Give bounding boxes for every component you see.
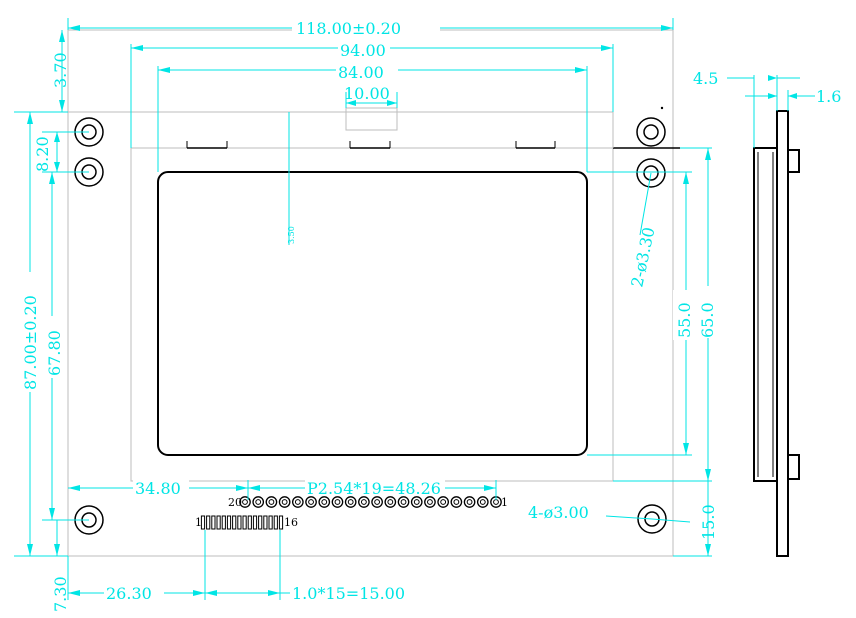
header-pin [437, 496, 450, 508]
dim-tab-width: 10.00 [344, 84, 390, 103]
viewing-area [157, 171, 588, 456]
dim-top-offset: 3.70 [51, 52, 70, 88]
header-pin [410, 496, 423, 508]
header-pin [278, 496, 291, 508]
hole-top-right-2 [636, 158, 666, 188]
fpc-pad [252, 515, 258, 530]
fpc-pad [206, 515, 211, 530]
dim-hole-pitch: 8.20 [33, 136, 52, 172]
fpc-last-label: 16 [284, 516, 298, 529]
mounting-holes [74, 117, 667, 535]
header-pin [252, 496, 265, 508]
fpc-pad [226, 515, 232, 530]
header-pin [424, 496, 436, 508]
fpc-pad [273, 515, 278, 530]
side-view [727, 75, 815, 557]
fpc-pad [211, 515, 216, 530]
fpc-pad [242, 515, 247, 530]
header-pin [318, 496, 331, 508]
dim-fpc-offset-x: 26.30 [106, 584, 152, 603]
dim-side-board: 1.6 [816, 87, 841, 106]
dim-side-thickness: 4.5 [693, 69, 718, 88]
header-pin [358, 496, 370, 508]
dimension-lines [14, 18, 712, 600]
fpc-pad [258, 515, 263, 530]
fpc-pad [268, 515, 273, 530]
header-pin [397, 496, 410, 508]
dim-outline-height: 65.0 [698, 302, 717, 338]
hole-top-right-1 [636, 117, 666, 147]
dim-bottom-offset: 7.30 [51, 576, 70, 612]
fpc-pad [237, 515, 242, 530]
dim-fpc-pitch-note: 1.0*15=15.00 [292, 584, 405, 603]
dimension-texts: 118.00±0.20 94.00 84.00 10.00 3.50 3.70 … [17, 18, 718, 612]
pin-header-first-label: 20 [228, 496, 242, 509]
dim-overall-height: 87.00±0.20 [21, 295, 40, 390]
dim-overall-width: 118.00±0.20 [296, 19, 401, 38]
dim-pin-pitch-note: P2.54*19=48.26 [307, 479, 441, 498]
pin-header [239, 496, 502, 508]
fpc-pad [232, 515, 237, 530]
header-pin [291, 496, 304, 508]
header-pin [344, 496, 357, 508]
header-pin [384, 496, 397, 508]
module-outline [67, 29, 680, 557]
pin-header-last-label: 1 [501, 496, 508, 509]
fpc-pad [263, 515, 268, 530]
fpc-first-label: 1 [195, 516, 202, 529]
dim-bottom-hole-offset: 15.0 [699, 504, 718, 540]
header-pin [239, 496, 251, 508]
fpc-pad [216, 515, 221, 530]
header-pin [305, 496, 317, 508]
fpc-pads [200, 515, 284, 530]
dim-corner-hole-note: 4-ø3.00 [528, 503, 589, 522]
fpc-pad [278, 515, 284, 530]
header-pin [265, 496, 278, 508]
header-pin [450, 496, 463, 508]
header-pin [371, 496, 383, 508]
fpc-pad [221, 515, 226, 530]
fpc-pad [247, 515, 252, 530]
header-pin [463, 496, 476, 508]
dim-hole-span-y: 67.80 [45, 330, 64, 376]
panel-tabs [186, 106, 664, 149]
dim-view-width: 84.00 [338, 63, 384, 82]
header-pin [331, 496, 344, 508]
dim-top-hole-note: 2-ø3.30 [627, 225, 658, 288]
header-pin [476, 496, 489, 508]
dim-small-offset: 3.50 [287, 226, 296, 244]
dim-pin-offset-x: 34.80 [135, 479, 181, 498]
dim-hole-span-x: 94.00 [340, 41, 386, 60]
dim-view-height: 55.0 [675, 302, 694, 338]
fpc-pad [200, 515, 206, 530]
